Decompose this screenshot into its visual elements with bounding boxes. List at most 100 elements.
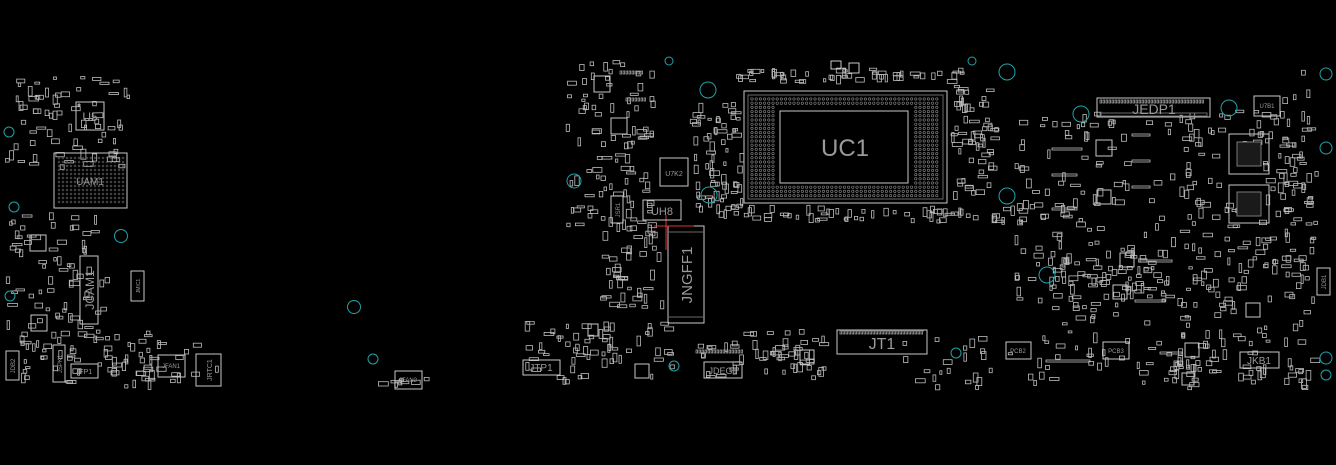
mounting-hole[interactable] xyxy=(699,81,717,99)
pad xyxy=(978,169,985,175)
mounting-hole[interactable] xyxy=(1319,141,1333,155)
mounting-hole[interactable] xyxy=(1319,67,1333,81)
small-ic[interactable] xyxy=(29,234,47,252)
pcb3-part[interactable]: PCB3 xyxy=(1102,341,1130,360)
jmic1-connector[interactable]: JMIC1 xyxy=(130,270,145,302)
mounting-hole[interactable] xyxy=(4,290,16,302)
pad xyxy=(1146,120,1154,126)
jsr1-connector[interactable]: JSR1 xyxy=(610,195,624,224)
jfp1-connector[interactable]: JFP1 xyxy=(70,363,99,379)
mounting-hole[interactable] xyxy=(367,353,379,365)
pad xyxy=(642,189,651,193)
mounting-hole[interactable] xyxy=(664,56,674,66)
mounting-hole[interactable] xyxy=(1320,369,1332,381)
jtp1-connector[interactable]: JTP1 xyxy=(522,359,561,376)
pad xyxy=(730,111,742,115)
small-ic[interactable] xyxy=(30,314,48,332)
small-ic[interactable] xyxy=(830,60,842,70)
pad xyxy=(1164,122,1173,127)
pad xyxy=(1021,139,1025,146)
small-ic[interactable] xyxy=(1095,139,1113,157)
small-ic[interactable] xyxy=(848,62,860,74)
mounting-hole[interactable] xyxy=(8,201,20,213)
small-ic[interactable] xyxy=(799,349,815,365)
pad xyxy=(577,137,581,147)
jkb1-connector[interactable]: JKB1 xyxy=(1239,351,1280,369)
small-ic[interactable] xyxy=(634,363,650,379)
pad xyxy=(645,181,651,190)
jdb1-connector[interactable]: JDB1 xyxy=(1316,267,1331,296)
pad xyxy=(1103,293,1110,300)
jfan1-connector[interactable]: JFAN1 xyxy=(157,354,186,378)
jrtc1-connector[interactable]: JRTC1 xyxy=(195,353,222,387)
pad xyxy=(138,338,147,344)
pad xyxy=(1302,183,1307,190)
pad xyxy=(1287,372,1297,378)
mounting-hole[interactable] xyxy=(1038,266,1056,284)
pad xyxy=(1201,99,1205,104)
mounting-hole[interactable] xyxy=(668,360,680,372)
pad xyxy=(1178,366,1184,369)
jcam1-connector[interactable]: JCAM1 xyxy=(79,255,99,325)
small-ic[interactable] xyxy=(610,117,628,135)
pad xyxy=(1275,210,1281,218)
small-ic[interactable] xyxy=(1119,252,1135,268)
small-ic[interactable] xyxy=(587,323,599,337)
bga-ball xyxy=(914,177,918,181)
pcb2-part[interactable]: PCB2 xyxy=(1005,341,1032,360)
mounting-hole[interactable] xyxy=(700,186,718,204)
bga-ball xyxy=(117,184,121,188)
u7b1-chip[interactable]: U7B1 xyxy=(1253,95,1281,117)
mounting-hole[interactable] xyxy=(998,63,1016,81)
mounting-hole[interactable] xyxy=(566,173,582,189)
bga-chip-right-bottom[interactable] xyxy=(1228,184,1270,224)
pad xyxy=(626,225,633,232)
u5-chip[interactable]: U5 xyxy=(75,101,105,131)
mounting-hole[interactable] xyxy=(114,229,128,243)
bga-ball xyxy=(813,194,817,198)
mounting-hole[interactable] xyxy=(1319,351,1333,365)
small-ic[interactable] xyxy=(1181,372,1195,386)
jfan2-connector[interactable]: JFAN2 xyxy=(394,370,423,390)
pad xyxy=(636,129,647,135)
bga-ball xyxy=(109,196,113,200)
bga-ball xyxy=(847,189,851,193)
mounting-hole[interactable] xyxy=(967,56,977,66)
bga-chip-right-top[interactable] xyxy=(1228,133,1270,175)
small-ic[interactable] xyxy=(1096,189,1112,205)
bga-ball xyxy=(771,114,775,118)
bga-ball xyxy=(868,185,872,189)
jspk1-connector[interactable]: JSPK1 xyxy=(52,344,66,383)
mounting-hole[interactable] xyxy=(1072,105,1090,123)
uam1-memory[interactable]: UAM1 xyxy=(53,152,128,209)
uc1-cpu[interactable]: UC1 xyxy=(743,90,948,204)
pad xyxy=(1295,368,1304,373)
pad xyxy=(766,331,774,335)
mounting-hole[interactable] xyxy=(3,126,15,138)
jedp1-connector[interactable]: JEDP1 xyxy=(1096,97,1211,118)
pad xyxy=(1313,220,1318,225)
pad xyxy=(1019,165,1025,173)
u7k2-chip[interactable]: U7K2 xyxy=(659,157,689,187)
small-ic[interactable] xyxy=(1112,284,1128,300)
jt1-connector[interactable]: JT1 xyxy=(836,329,928,355)
pad xyxy=(1014,272,1020,281)
jdb2-connector[interactable]: JDB2 xyxy=(5,350,20,381)
uh8-chip[interactable]: UH8 xyxy=(642,199,682,221)
mounting-hole[interactable] xyxy=(950,347,962,359)
pad xyxy=(1203,340,1208,349)
jdeg1-connector[interactable]: JDEG1 xyxy=(703,361,743,379)
pad xyxy=(105,355,113,360)
mounting-hole[interactable] xyxy=(998,187,1016,205)
bga-ball xyxy=(800,101,804,105)
bga-ball xyxy=(763,97,767,101)
small-ic[interactable] xyxy=(1184,342,1200,358)
small-ic[interactable] xyxy=(593,75,611,93)
bga-ball xyxy=(935,143,939,147)
small-ic[interactable] xyxy=(1245,302,1261,318)
mounting-hole[interactable] xyxy=(347,300,361,314)
mounting-hole[interactable] xyxy=(1220,99,1238,117)
pad xyxy=(1143,231,1148,238)
pad xyxy=(603,186,607,192)
